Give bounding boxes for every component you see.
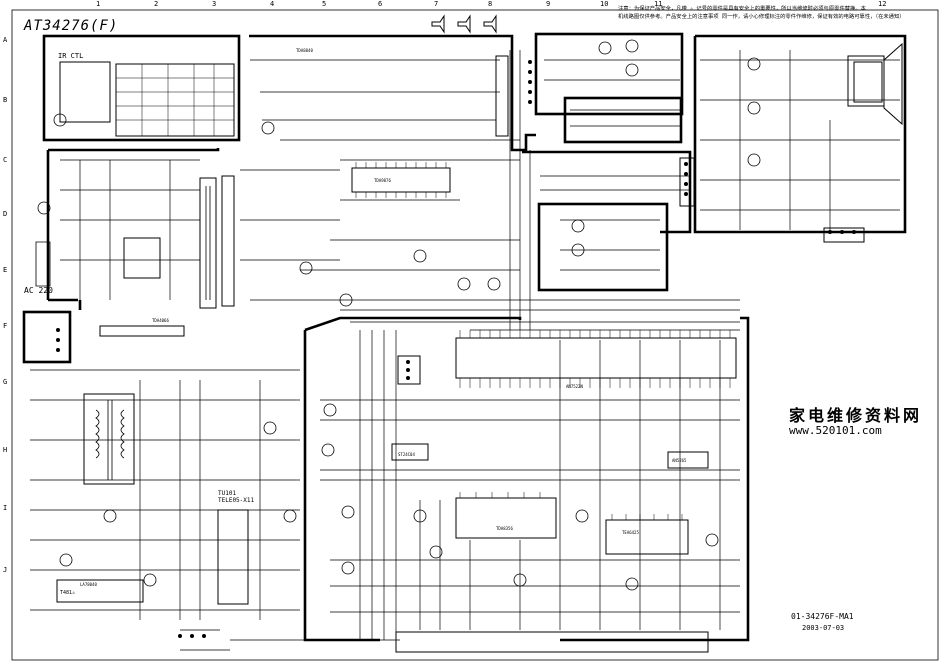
wiring	[30, 50, 900, 651]
drawing-code: 01-34276F-MA1	[791, 612, 854, 621]
grid-row-b: B	[3, 96, 8, 104]
warning-label: T481⚠	[60, 590, 76, 596]
diagram-title: AT34276(F)	[24, 18, 119, 34]
ac-input-label: AC 220	[24, 286, 53, 295]
tuner-label-line-1: TU101	[218, 490, 237, 497]
grid-column-10: 10	[600, 0, 609, 8]
watermark-url: www.520101.com	[789, 424, 882, 437]
grid-row-g: G	[3, 378, 8, 386]
ir-control-table	[116, 64, 234, 136]
grid-row-f: F	[3, 322, 8, 330]
grid-row-h: H	[3, 446, 8, 454]
ic-label-7: TEA6425	[622, 530, 639, 535]
ir-control-label: IR CTL	[58, 52, 84, 60]
transformers	[35, 186, 211, 480]
ic-pins	[355, 162, 731, 520]
grid-column-3: 3	[212, 0, 217, 8]
tuner-label: TU101 TELE05-X11	[218, 490, 254, 504]
grid-row-e: E	[3, 266, 8, 274]
ic-label-8: ST24C04	[398, 452, 415, 457]
safety-notice: 注意：为保证产品安全，凡带 ⚠ 记号的零件是具有安全上的重要性，所以当维修时必须…	[618, 6, 940, 21]
ic-label-9: AN5265	[672, 458, 687, 463]
speaker-symbols	[431, 14, 497, 34]
grid-column-1: 1	[96, 0, 101, 8]
module-frames	[22, 32, 907, 642]
crt-socket	[853, 42, 903, 126]
safety-notice-line-1: 注意：为保证产品安全，凡带 ⚠ 记号的零件是具有安全上的重要性，所以当维修时必须…	[618, 6, 866, 12]
transistors	[37, 39, 761, 591]
connector-pins	[56, 60, 856, 638]
grid-column-9: 9	[546, 0, 551, 8]
ic-label-5: LA78040	[80, 582, 97, 587]
grid-row-i: I	[3, 504, 8, 512]
watermark-text: 家电维修资料网	[789, 406, 923, 425]
grid-column-6: 6	[378, 0, 383, 8]
grid-column-4: 4	[270, 0, 275, 8]
grid-row-c: C	[3, 156, 8, 164]
ic-label-2: TDA9876	[374, 178, 391, 183]
grid-row-d: D	[3, 210, 8, 218]
grid-column-11: 11	[654, 0, 663, 8]
grid-column-2: 2	[154, 0, 159, 8]
tuner-label-line-2: TELE05-X11	[218, 497, 255, 504]
grid-row-a: A	[3, 36, 8, 44]
drawing-date: 2003-07-03	[802, 624, 845, 632]
grid-column-5: 5	[322, 0, 327, 8]
ic-label-3: AN7522N	[566, 384, 583, 389]
grid-column-7: 7	[434, 0, 439, 8]
ic-label-6: TDA8356	[496, 526, 513, 531]
ic-label-1: TDA8840	[296, 48, 313, 53]
grid-column-8: 8	[488, 0, 493, 8]
grid-column-12: 12	[878, 0, 887, 8]
grid-row-j: J	[3, 566, 8, 574]
safety-notice-line-2: 机线路图仅供参考。产品安全上的注意事项 同一作，请小心修理标注的零件作维修，保证…	[618, 13, 905, 20]
sub-modules	[56, 55, 885, 653]
ic-label-4: TDA4866	[152, 318, 169, 323]
